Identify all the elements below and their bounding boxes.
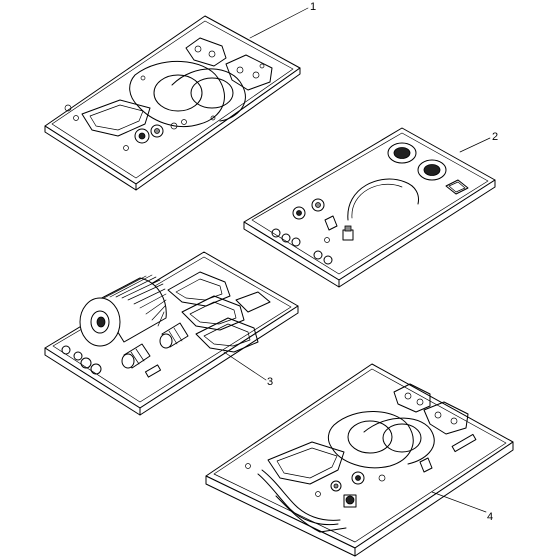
callout-3: 3 [223, 351, 273, 388]
kit-3-air-filter [79, 274, 167, 347]
kit-3-valve-gaskets [167, 271, 271, 353]
callout-4-label: 4 [487, 511, 493, 523]
gasket-kit-2 [243, 127, 496, 288]
kit-1-cylinder-gaskets [129, 60, 246, 128]
kit-1-manifold-gaskets [185, 37, 273, 91]
callout-2: 2 [459, 131, 498, 153]
kit-2-oil-seals [387, 142, 447, 181]
kit-4-tray [205, 363, 514, 557]
kit-2-square-gasket [445, 179, 469, 195]
kit-2-retaining-ring [347, 178, 419, 221]
kit-4-manifold-gaskets [393, 383, 469, 435]
callout-1: 1 [249, 1, 316, 39]
kit-4-rocker-cover-gasket [267, 441, 345, 485]
kit-4-cylinder-gaskets [327, 411, 435, 469]
kit-1-tray [44, 15, 301, 191]
callout-4: 4 [431, 491, 493, 523]
kit-2-tray [243, 127, 496, 288]
kit-1-rocker-cover-gasket [81, 99, 151, 137]
callout-3-label: 3 [267, 376, 273, 388]
kit-2-seals-and-valve [271, 198, 354, 265]
kit-3-sleeves [121, 322, 189, 378]
callout-1-label: 1 [310, 1, 316, 13]
kit-3-o-rings [61, 345, 102, 375]
gasket-kit-1 [44, 15, 301, 191]
kit-4-breather-hose [257, 469, 347, 533]
callout-2-label: 2 [492, 131, 498, 143]
kit-1-seals [64, 104, 187, 151]
kit-4-small-parts [245, 433, 477, 508]
gasket-kit-3 [44, 251, 299, 416]
gasket-kit-4 [205, 363, 514, 557]
